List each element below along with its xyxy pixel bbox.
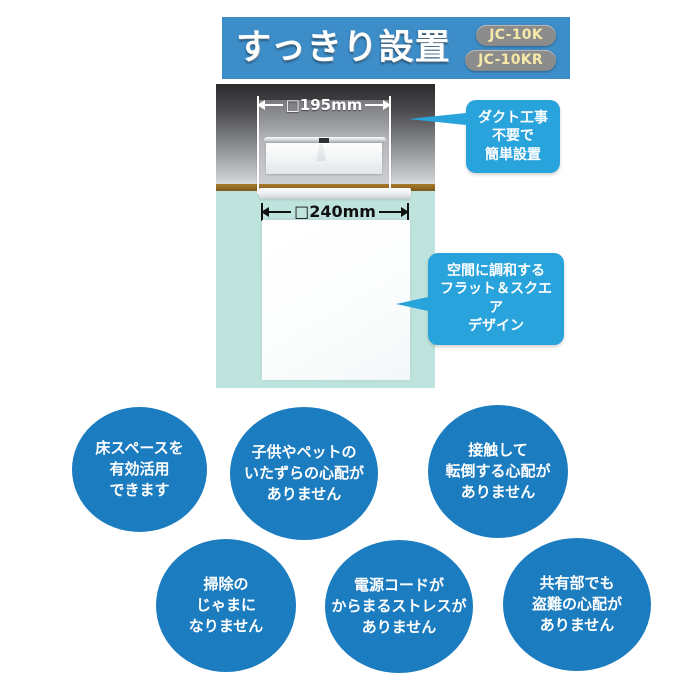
callout-tail [408, 113, 466, 126]
arrow-left-icon [257, 100, 265, 110]
dimension-tick-right [407, 203, 409, 221]
arrow-left-icon [261, 207, 269, 217]
dimension-line [378, 211, 402, 213]
benefit-text: 共有部でも 盗難の心配が ありません [531, 573, 622, 635]
callout-tail [396, 296, 428, 311]
arrow-right-icon [401, 207, 410, 217]
dimension-240: □240mm [261, 202, 410, 221]
callout-flat-square-design: 空間に調和する フラット＆スクエア デザイン [396, 253, 564, 345]
benefit-text: 床スペースを 有効活用 できます [95, 438, 184, 500]
header-band: すっきり設置 JC-10K JC-10KR [222, 17, 570, 79]
ceiling-trim-band [216, 184, 435, 191]
model-badge-jc10kr: JC-10KR [465, 50, 556, 72]
dimension-line [269, 211, 292, 213]
callout-design-text: 空間に調和する フラット＆スクエア デザイン [440, 263, 552, 335]
flat-square-panel [262, 220, 410, 380]
dimension-guide-left [257, 96, 259, 194]
benefit-circle-floor-space: 床スペースを 有効活用 できます [72, 407, 207, 532]
indoor-unit-notch [319, 138, 329, 143]
dimension-195: □195mm [257, 96, 391, 114]
benefit-circle-cleaning: 掃除の じゃまに なりません [156, 539, 296, 672]
benefit-circle-children-pets: 子供やペットの いたずらの心配が ありません [230, 407, 378, 540]
recess-shading [258, 100, 391, 140]
arrow-right-icon [383, 100, 391, 110]
callout-duct-free: ダクト工事 不要で 簡単設置 [408, 100, 560, 174]
product-photo-panel: □195mm □240mm [216, 84, 435, 388]
ceiling-mount-plate [259, 188, 411, 199]
benefit-circle-power-cord: 電源コードが からまるストレスが ありません [325, 540, 473, 673]
dimension-line [365, 104, 383, 106]
dimension-line [265, 104, 283, 106]
page-title: すっきり設置 [236, 27, 451, 68]
model-badge-jc10k: JC-10K [476, 24, 556, 46]
benefit-text: 子供やペットの いたずらの心配が ありません [243, 442, 364, 504]
dimension-240-label: □240mm [294, 202, 376, 221]
dimension-guide-right [389, 96, 391, 194]
callout-duct-text: ダクト工事 不要で 簡単設置 [478, 110, 548, 163]
dimension-tick-left [261, 203, 263, 221]
benefit-circle-no-tipping: 接触して 転倒する心配が ありません [428, 405, 568, 538]
benefit-circle-theft: 共有部でも 盗難の心配が ありません [503, 538, 651, 671]
indoor-unit-drop [316, 144, 326, 161]
dimension-195-label: □195mm [285, 95, 363, 114]
benefit-text: 電源コードが からまるストレスが ありません [331, 575, 467, 637]
benefit-text: 接触して 転倒する心配が ありません [445, 440, 551, 502]
benefit-text: 掃除の じゃまに なりません [188, 574, 264, 636]
model-badge-group: JC-10K JC-10KR [465, 24, 556, 72]
